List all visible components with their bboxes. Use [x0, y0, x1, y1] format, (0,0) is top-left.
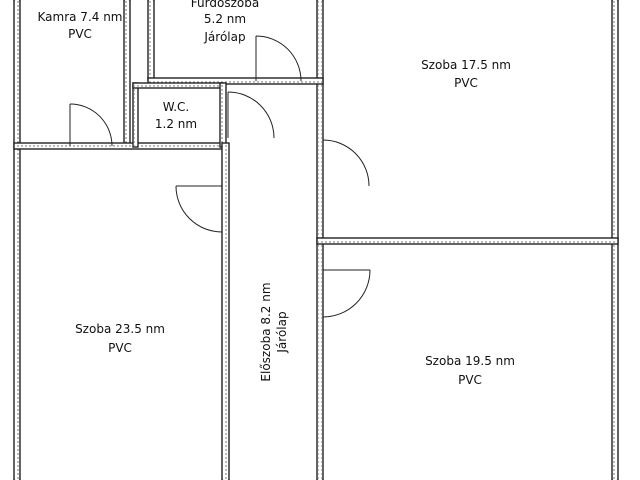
- label-szoba2-name: Szoba 23.5 nm: [75, 322, 165, 336]
- label-bath-area: 5.2 nm: [204, 12, 246, 26]
- label-szoba3-name: Szoba 19.5 nm: [425, 354, 515, 368]
- door-szoba-19[interactable]: [322, 269, 371, 318]
- doors: [69, 35, 371, 318]
- label-eloszoba-name: Előszoba 8.2 nm: [259, 282, 273, 381]
- room-labels: Kamra 7.4 nm PVC Fürdőszoba 5.2 nm Járól…: [38, 0, 515, 387]
- label-wc-area: 1.2 nm: [155, 117, 197, 131]
- label-eloszoba-floor: Járólap: [275, 311, 289, 353]
- walls: [13, 0, 619, 480]
- label-szoba1-name: Szoba 17.5 nm: [421, 58, 511, 72]
- label-bath-name: Fürdőszoba: [191, 0, 259, 10]
- label-wc-name: W.C.: [163, 100, 190, 114]
- door-bath[interactable]: [255, 35, 302, 82]
- label-kamra-name: Kamra 7.4 nm: [38, 10, 123, 24]
- door-wc[interactable]: [227, 91, 275, 139]
- label-szoba3-floor: PVC: [458, 373, 482, 387]
- label-bath-floor: Járólap: [203, 30, 245, 44]
- label-szoba1-floor: PVC: [454, 76, 478, 90]
- door-szoba-17[interactable]: [322, 139, 370, 187]
- door-kamra[interactable]: [69, 103, 113, 147]
- door-szoba-23[interactable]: [175, 185, 223, 233]
- label-szoba2-floor: PVC: [108, 341, 132, 355]
- label-kamra-floor: PVC: [68, 27, 92, 41]
